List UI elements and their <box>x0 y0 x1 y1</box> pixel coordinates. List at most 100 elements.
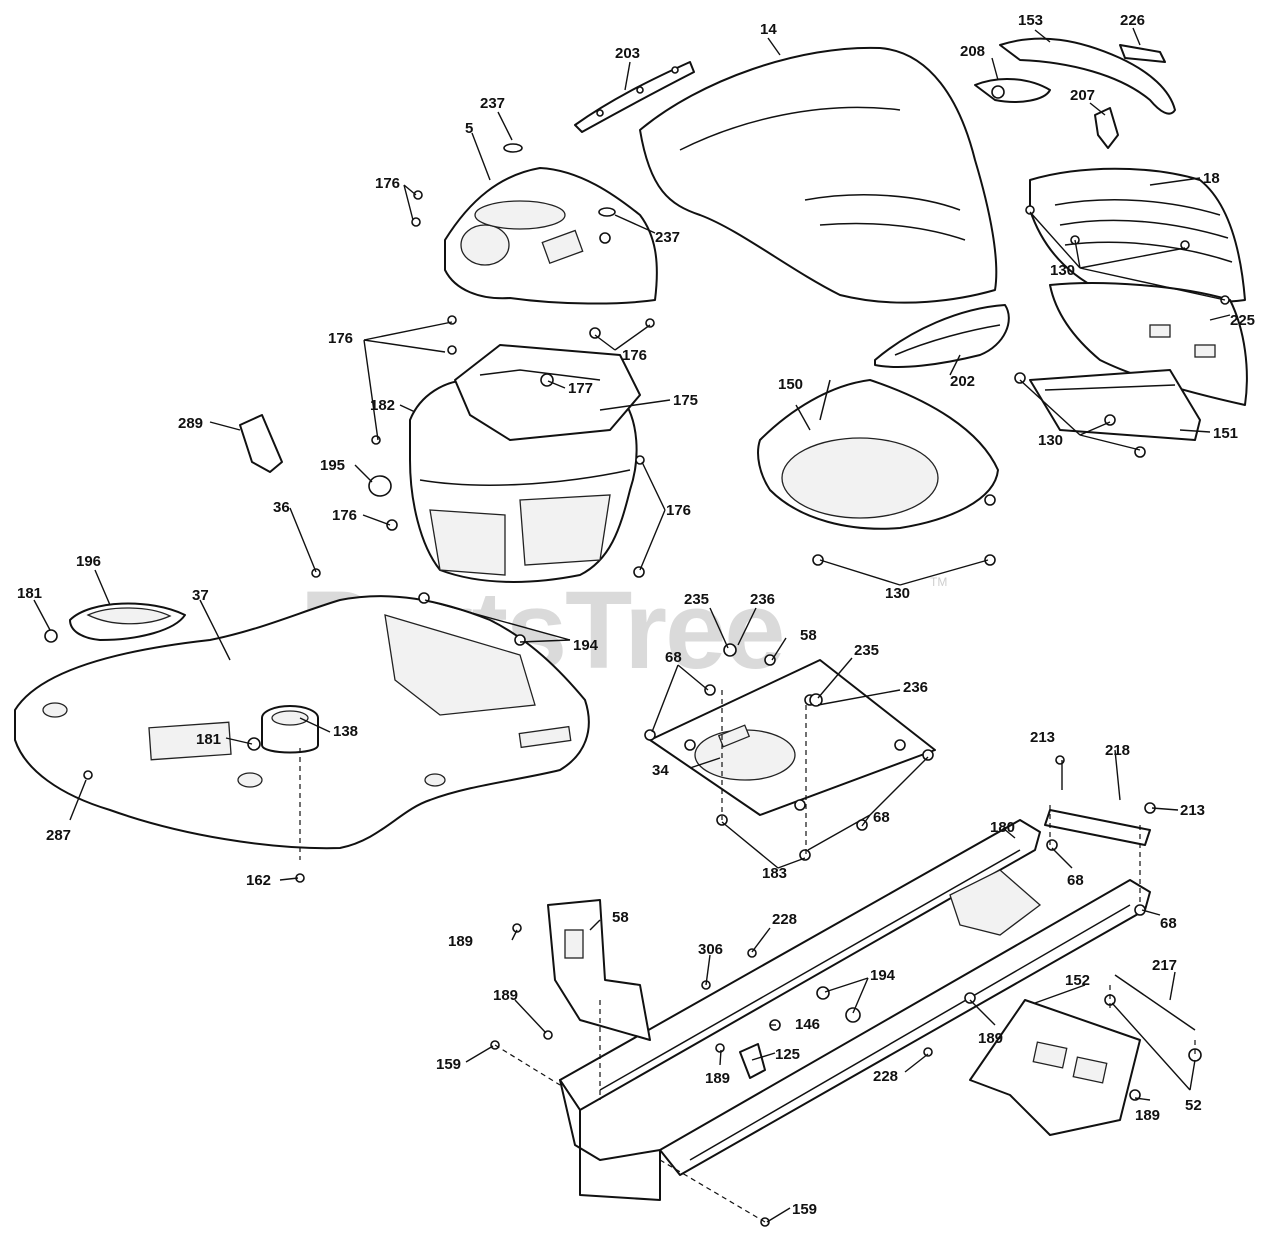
callout-138[interactable]: 138 <box>333 723 358 740</box>
callout-5[interactable]: 5 <box>465 120 473 137</box>
callout-146[interactable]: 146 <box>795 1016 820 1033</box>
callout-125[interactable]: 125 <box>775 1046 800 1063</box>
callout-68-b[interactable]: 68 <box>873 809 890 826</box>
callout-159-a[interactable]: 159 <box>436 1056 461 1073</box>
hood-bracket-203[interactable] <box>574 61 695 133</box>
callout-218[interactable]: 218 <box>1105 742 1130 759</box>
callout-228-a[interactable]: 228 <box>772 911 797 928</box>
rod-217[interactable] <box>1114 974 1196 1031</box>
callout-52[interactable]: 52 <box>1185 1097 1202 1114</box>
callout-175[interactable]: 175 <box>673 392 698 409</box>
callout-189-e[interactable]: 189 <box>1135 1107 1160 1124</box>
callout-68-a[interactable]: 68 <box>665 649 682 666</box>
watermark-trademark: TM <box>930 575 947 589</box>
plug-195[interactable] <box>368 475 392 497</box>
callout-58-a[interactable]: 58 <box>800 627 817 644</box>
callout-176-a[interactable]: 176 <box>375 175 400 192</box>
callout-130-b[interactable]: 130 <box>1038 432 1063 449</box>
callout-189-c[interactable]: 189 <box>705 1070 730 1087</box>
callout-287[interactable]: 287 <box>46 827 71 844</box>
grill-base-225[interactable] <box>1049 282 1248 406</box>
callout-289[interactable]: 289 <box>178 415 203 432</box>
callout-195[interactable]: 195 <box>320 457 345 474</box>
callout-labels: 14 153 226 203 208 207 237 5 176 237 18 … <box>17 12 1255 1218</box>
callout-202[interactable]: 202 <box>950 373 975 390</box>
callout-235-b[interactable]: 235 <box>854 642 879 659</box>
callout-183[interactable]: 183 <box>762 865 787 882</box>
callout-237-side[interactable]: 237 <box>655 229 680 246</box>
callout-176-d[interactable]: 176 <box>332 507 357 524</box>
callout-162[interactable]: 162 <box>246 872 271 889</box>
callout-189-a[interactable]: 189 <box>448 933 473 950</box>
callout-159-b[interactable]: 159 <box>792 1201 817 1218</box>
air-baffle-150[interactable] <box>757 379 999 530</box>
frame-180[interactable] <box>559 819 1151 1201</box>
callout-58-b[interactable]: 58 <box>612 909 629 926</box>
dash-panel-5[interactable] <box>444 167 658 305</box>
callout-130-c[interactable]: 130 <box>885 585 910 602</box>
callout-180[interactable]: 180 <box>990 819 1015 836</box>
lens-207[interactable] <box>1094 107 1119 149</box>
headlight-208[interactable] <box>974 78 1051 103</box>
bracket-151[interactable] <box>1029 369 1201 441</box>
callout-194-b[interactable]: 194 <box>870 967 896 984</box>
grommet-237-side[interactable] <box>598 207 616 217</box>
callout-208[interactable]: 208 <box>960 43 985 60</box>
bracket-289[interactable] <box>239 414 283 473</box>
callout-151[interactable]: 151 <box>1213 425 1238 442</box>
fuel-fill-138[interactable] <box>261 705 319 754</box>
callout-189-d[interactable]: 189 <box>978 1030 1003 1047</box>
callout-182[interactable]: 182 <box>370 397 395 414</box>
callout-235-a[interactable]: 235 <box>684 591 709 608</box>
callout-236-a[interactable]: 236 <box>750 591 775 608</box>
engine-plate-34[interactable] <box>649 659 936 816</box>
callout-194-a[interactable]: 194 <box>573 637 599 654</box>
callout-14[interactable]: 14 <box>760 21 777 38</box>
callout-36[interactable]: 36 <box>273 499 290 516</box>
callout-176-e[interactable]: 176 <box>666 502 691 519</box>
badge-226[interactable] <box>1119 44 1166 63</box>
callout-189-b[interactable]: 189 <box>493 987 518 1004</box>
callout-177[interactable]: 177 <box>568 380 593 397</box>
callout-176-b[interactable]: 176 <box>328 330 353 347</box>
callout-34[interactable]: 34 <box>652 762 669 779</box>
callout-237-top[interactable]: 237 <box>480 95 505 112</box>
hardware-fasteners <box>44 190 1230 1227</box>
callout-213-b[interactable]: 213 <box>1180 802 1205 819</box>
callout-176-c[interactable]: 176 <box>622 347 647 364</box>
dash-bracket-175[interactable] <box>454 344 641 441</box>
side-panel-202[interactable] <box>874 304 1010 368</box>
callout-217[interactable]: 217 <box>1152 957 1177 974</box>
callout-181-b[interactable]: 181 <box>196 731 221 748</box>
cover-196[interactable] <box>69 602 186 641</box>
callout-181-a[interactable]: 181 <box>17 585 42 602</box>
callout-306[interactable]: 306 <box>698 941 723 958</box>
callout-150[interactable]: 150 <box>778 376 803 393</box>
callout-228-b[interactable]: 228 <box>873 1068 898 1085</box>
callout-226[interactable]: 226 <box>1120 12 1145 29</box>
callout-68-c[interactable]: 68 <box>1067 872 1084 889</box>
callout-153[interactable]: 153 <box>1018 12 1043 29</box>
callout-68-d[interactable]: 68 <box>1160 915 1177 932</box>
hood-part[interactable] <box>639 46 998 304</box>
callout-207[interactable]: 207 <box>1070 87 1095 104</box>
callout-203[interactable]: 203 <box>615 45 640 62</box>
grill-18[interactable] <box>1029 167 1246 303</box>
grommet-237-top[interactable] <box>503 143 523 153</box>
callout-225[interactable]: 225 <box>1230 312 1255 329</box>
callout-152[interactable]: 152 <box>1065 972 1090 989</box>
bracket-218[interactable] <box>1044 809 1151 846</box>
bracket-125[interactable] <box>739 1043 766 1079</box>
callout-196[interactable]: 196 <box>76 553 101 570</box>
callout-213-a[interactable]: 213 <box>1030 729 1055 746</box>
heat-shield-152[interactable] <box>969 999 1141 1136</box>
dash-console-182[interactable] <box>409 379 638 583</box>
assembly-dashes <box>299 690 1196 1223</box>
callout-37[interactable]: 37 <box>192 587 209 604</box>
bracket-58[interactable] <box>547 899 651 1041</box>
callout-236-b[interactable]: 236 <box>903 679 928 696</box>
callout-18[interactable]: 18 <box>1203 170 1220 187</box>
callout-130-a[interactable]: 130 <box>1050 262 1075 279</box>
hood-trim-153[interactable] <box>999 37 1176 115</box>
